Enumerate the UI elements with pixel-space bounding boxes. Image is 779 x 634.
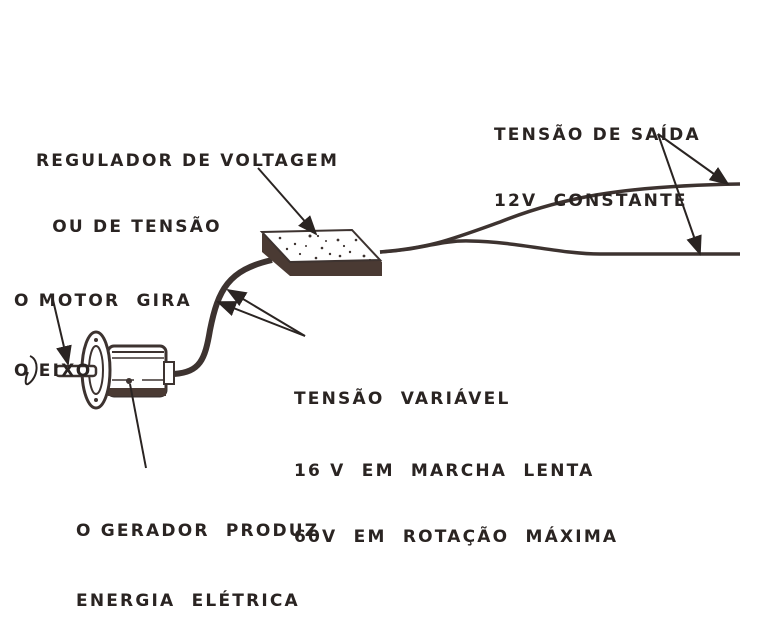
label-regulator: REGULADOR DE VOLTAGEM OU DE TENSÃO [36,106,339,260]
label-generator: O GERADOR PRODUZ ENERGIA ELÉTRICA [76,476,319,634]
label-output-line-1: TENSÃO DE SAÍDA [494,125,701,145]
output-wires [379,182,741,256]
label-motor-line-2: O EIXO [14,361,93,381]
label-motor: O MOTOR GIRA O EIXO [14,246,192,404]
label-variable-voltage: TENSÃO VARIÁVEL 16 V EM MARCHA LENTA 60V… [294,344,618,570]
pointer-generator [129,383,147,469]
pointer-output-top [657,133,730,186]
generator-cable [173,257,273,377]
label-motor-line-1: O MOTOR GIRA [14,291,192,311]
pointer-shaft [52,299,72,366]
motor-shaft [54,364,98,378]
label-variable-line-1: TENSÃO VARIÁVEL [294,389,511,409]
pointer-regulator [257,167,318,236]
label-regulator-line-1: REGULADOR DE VOLTAGEM [36,151,340,171]
rotation-arrow-icon [24,355,38,386]
label-variable-line-2: 16 V EM MARCHA LENTA [294,461,595,481]
output-wire-bottom [379,239,740,256]
regulator-top [259,228,383,264]
label-output-line-2: 12V CONSTANTE [494,191,688,211]
diagram-canvas [24,133,741,469]
label-generator-line-1: O GERADOR PRODUZ [76,521,320,541]
label-generator-line-2: ENERGIA ELÉTRICA [76,591,300,611]
label-output: TENSÃO DE SAÍDA 12V CONSTANTE [494,80,701,234]
pointer-cable-b [216,301,306,337]
label-regulator-line-2: OU DE TENSÃO [36,217,222,237]
pointer-output-bottom [657,133,702,256]
label-variable-line-3: 60V EM ROTAÇÃO MÁXIMA [294,527,619,547]
voltage-regulator [259,228,383,276]
generator [54,330,175,410]
pointer-cable-a [226,288,306,337]
